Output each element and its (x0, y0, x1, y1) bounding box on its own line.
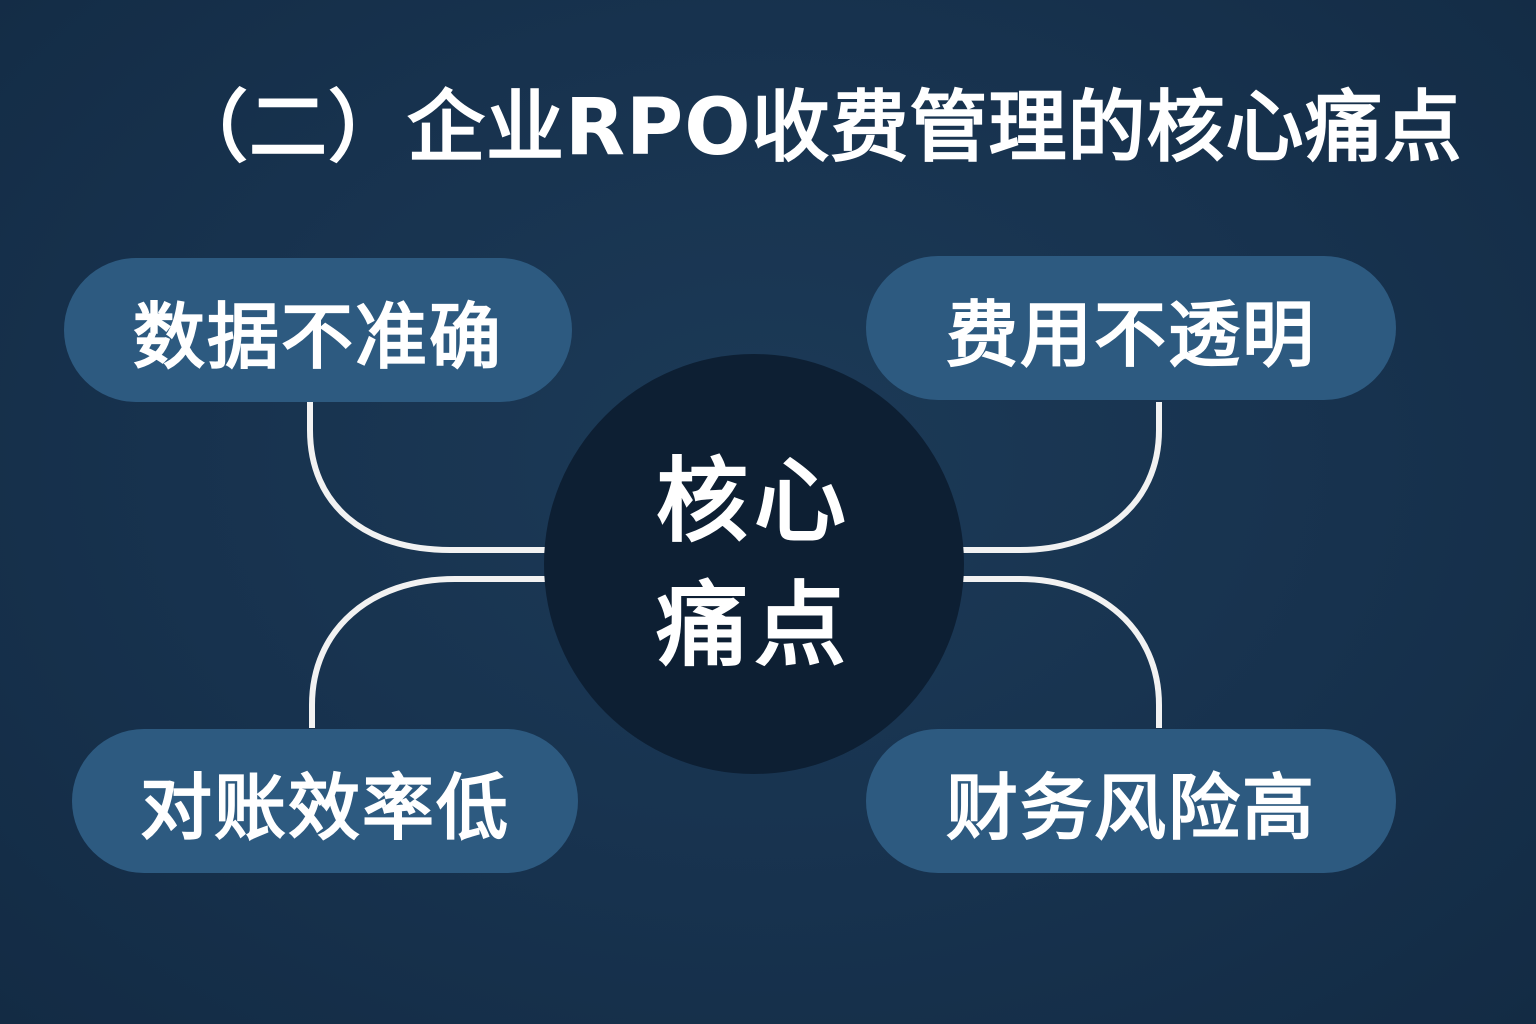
node-financial-risk-high: 财务风险高 (866, 729, 1396, 873)
node-reconciliation-inefficient: 对账效率低 (72, 729, 578, 873)
center-hub: 核心 痛点 (544, 354, 964, 774)
center-label-line2: 痛点 (655, 572, 852, 679)
center-label-line1: 核心 (655, 448, 852, 555)
connector-bottom-right (962, 576, 1162, 728)
node-fee-opaque: 费用不透明 (866, 256, 1396, 400)
connector-top-right (962, 402, 1162, 553)
connector-bottom-left (309, 576, 545, 728)
node-data-inaccurate: 数据不准确 (64, 258, 572, 402)
page-title: （二）企业RPO收费管理的核心痛点 (170, 83, 1463, 173)
connector-top-left (307, 402, 545, 553)
